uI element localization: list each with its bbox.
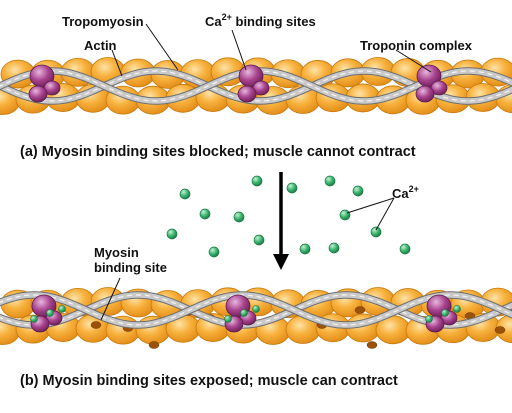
- bound-calcium-ion: [58, 305, 66, 313]
- calcium-ion: [299, 243, 311, 255]
- bound-calcium-ion: [252, 305, 260, 313]
- troponin-complex: [224, 294, 260, 333]
- tropomyosin-twist: [0, 70, 512, 102]
- label-actin: Actin: [84, 38, 117, 53]
- leader-line: [231, 29, 247, 71]
- label-ca-superscript: 2+: [221, 12, 232, 22]
- leader-line: [145, 23, 179, 71]
- label-ca-ion-superscript: 2+: [408, 184, 419, 194]
- calcium-ion: [370, 226, 382, 238]
- label-binding-sites-text: binding sites: [231, 14, 316, 29]
- calcium-ion: [324, 175, 336, 187]
- calcium-ion: [166, 228, 178, 240]
- calcium-ions: [166, 175, 411, 258]
- troponin-complex: [415, 64, 448, 103]
- calcium-ion: [251, 175, 263, 187]
- label-myosin-line1: Myosin: [94, 245, 139, 260]
- troponin-complex: [425, 294, 461, 333]
- label-ca-binding-sites: Ca2+ binding sites: [205, 12, 316, 31]
- tropomyosin-twist: [0, 294, 512, 326]
- troponin-subunit: [415, 85, 435, 103]
- bound-calcium-ion: [30, 315, 38, 323]
- filament-b: [0, 287, 512, 349]
- calcium-ion: [179, 188, 191, 200]
- calcium-ion: [399, 243, 411, 255]
- leader-lines: [100, 23, 432, 321]
- bound-calcium-ion: [425, 315, 433, 323]
- troponin-subunit: [237, 85, 257, 103]
- calcium-ion: [208, 246, 220, 258]
- myosin-binding-site: [148, 341, 160, 349]
- bound-calcium-ion: [453, 305, 461, 313]
- myosin-binding-site: [494, 326, 506, 334]
- leader-line: [375, 197, 395, 231]
- leader-line: [395, 49, 432, 73]
- caption-a: (a) Myosin binding sites blocked; muscle…: [20, 144, 416, 160]
- tropomyosin-twist: [0, 294, 512, 326]
- calcium-ion: [352, 185, 364, 197]
- label-tropomyosin: Tropomyosin: [62, 14, 144, 29]
- down-arrow: [273, 172, 289, 270]
- bound-calcium-ion: [224, 315, 232, 323]
- myosin-binding-site: [354, 306, 366, 314]
- calcium-ion: [233, 211, 245, 223]
- calcium-ion: [286, 182, 298, 194]
- bound-calcium-ion: [441, 309, 449, 317]
- label-myosin-binding-site: Myosin binding site: [94, 245, 167, 275]
- calcium-ion: [253, 234, 265, 246]
- bound-calcium-ion: [46, 309, 54, 317]
- troponin-subunit: [28, 85, 48, 103]
- calcium-ion: [339, 209, 351, 221]
- leader-line: [346, 197, 395, 214]
- myosin-binding-site: [90, 321, 102, 329]
- myosin-binding-site: [366, 341, 378, 349]
- bound-calcium-ion: [240, 309, 248, 317]
- leader-line: [111, 49, 123, 77]
- troponin-complex: [237, 64, 270, 103]
- label-calcium-ion: Ca2+: [392, 184, 419, 203]
- leader-line: [100, 277, 121, 321]
- calcium-ion: [199, 208, 211, 220]
- filament-a: [0, 57, 512, 115]
- label-myosin-line2: binding site: [94, 260, 167, 275]
- caption-b: (b) Myosin binding sites exposed; muscle…: [20, 373, 398, 389]
- label-ca-text: Ca: [205, 14, 222, 29]
- label-ca-ion-text: Ca: [392, 186, 409, 201]
- calcium-ion: [328, 242, 340, 254]
- label-troponin-complex: Troponin complex: [360, 38, 472, 53]
- troponin-complex: [30, 294, 66, 333]
- troponin-complex: [28, 64, 61, 103]
